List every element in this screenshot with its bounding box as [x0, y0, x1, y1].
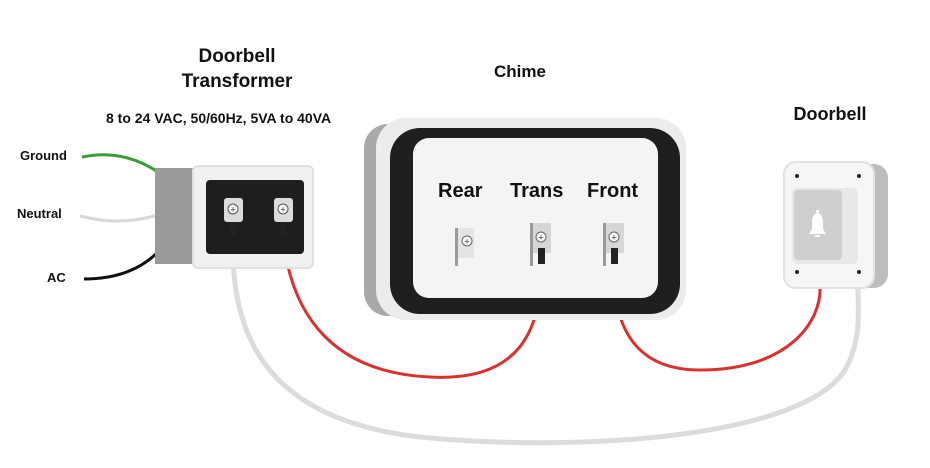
svg-text:+: +	[280, 205, 285, 215]
chime-terminal-rear: +	[455, 228, 474, 266]
transformer-terminal-left: +	[224, 198, 243, 236]
ground-label: Ground	[20, 148, 67, 163]
transformer-spec: 8 to 24 VAC, 50/60Hz, 5VA to 40VA	[106, 110, 332, 126]
chime-title: Chime	[494, 62, 546, 81]
bell-icon	[809, 209, 826, 237]
chime-terminal-front: +	[603, 223, 624, 266]
ac-wire	[83, 250, 160, 281]
svg-text:+: +	[230, 205, 235, 215]
neutral-label: Neutral	[17, 206, 62, 221]
transformer-title: Doorbell Transformer	[152, 44, 322, 94]
chime-terminal-trans: +	[530, 223, 551, 266]
chime-terminal-trans-label: Trans	[510, 180, 564, 202]
chime-terminal-rear-label: Rear	[438, 180, 483, 202]
doorbell	[783, 161, 888, 289]
chime: + + +	[364, 118, 686, 320]
svg-text:+: +	[464, 237, 469, 247]
chime-terminal-front-label: Front	[587, 180, 639, 202]
red-wire-transformer-to-trans	[281, 237, 544, 379]
transformer-title-line1: Doorbell	[198, 46, 276, 67]
doorbell-title: Doorbell	[793, 104, 867, 124]
ground-wire	[81, 153, 159, 174]
transformer-title-line2: Transformer	[181, 71, 293, 92]
svg-text:+: +	[611, 233, 616, 243]
transformer-terminal-right: +	[274, 198, 293, 236]
svg-text:+: +	[538, 233, 543, 243]
low-voltage-wire	[230, 237, 861, 446]
transformer: + +	[155, 165, 314, 269]
neutral-wire	[79, 213, 159, 223]
ac-label: AC	[47, 270, 66, 285]
